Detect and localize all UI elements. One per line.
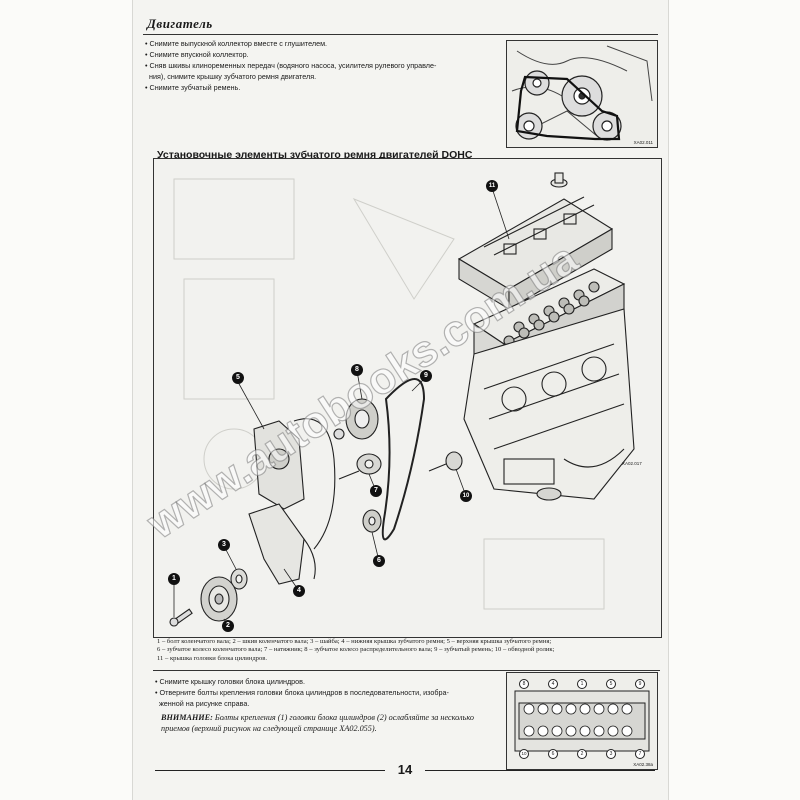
timing-belt-diagram: 1 2 3 4 5 6 7 8 9 10 11 XA02.017 bbox=[153, 158, 662, 638]
callout-6: 6 bbox=[373, 555, 385, 567]
warning-note: ВНИМАНИЕ: Болты крепления (1) головки бл… bbox=[161, 713, 481, 734]
figure-code: XA02.011 bbox=[633, 140, 653, 145]
legend-line: 11 – крышка головки блока цилиндров. bbox=[157, 654, 268, 662]
instruction-line: • Снимите крышку головки блока цилиндров… bbox=[155, 677, 305, 686]
callout-8: 8 bbox=[351, 364, 363, 376]
top-instructions: • Снимите выпускной коллектор вместе с г… bbox=[145, 38, 495, 93]
callout-1: 1 bbox=[168, 573, 180, 585]
callout-2: 2 bbox=[222, 620, 234, 632]
header-rule bbox=[143, 34, 658, 35]
bolt-number: 3 bbox=[606, 749, 616, 759]
bolt-number: 8 bbox=[519, 679, 529, 689]
instruction-line: • Сняв шкивы клиноременных передач (водя… bbox=[145, 61, 437, 70]
callout-3: 3 bbox=[218, 539, 230, 551]
engine-exploded-view bbox=[169, 172, 635, 627]
callout-7: 7 bbox=[370, 485, 382, 497]
chapter-header: Двигатель bbox=[147, 16, 213, 31]
bolt-number-top-row: 8 4 1 5 9 bbox=[519, 679, 645, 689]
callout-9: 9 bbox=[420, 370, 432, 382]
cylinder-head-illustration bbox=[514, 690, 650, 752]
instruction-line: • Снимите выпускной коллектор вместе с г… bbox=[145, 39, 328, 48]
diagram-code: XA02.017 bbox=[622, 461, 642, 466]
bottom-instructions: • Снимите крышку головки блока цилиндров… bbox=[155, 676, 485, 709]
bolt-number: 1 bbox=[577, 679, 587, 689]
legend-line: 1 – болт коленчатого вала; 2 – шкив коле… bbox=[157, 638, 552, 645]
callout-11: 11 bbox=[486, 180, 498, 192]
callout-4: 4 bbox=[293, 585, 305, 597]
warning-label: ВНИМАНИЕ: bbox=[161, 713, 213, 722]
pulley-figure: XA02.011 bbox=[506, 40, 658, 148]
callout-5: 5 bbox=[232, 372, 244, 384]
bolt-number: 7 bbox=[635, 749, 645, 759]
bolt-number: 6 bbox=[548, 749, 558, 759]
bolt-number: 9 bbox=[635, 679, 645, 689]
pulley-illustration bbox=[511, 45, 653, 141]
section-divider bbox=[153, 670, 660, 671]
diagram-legend: 1 – болт коленчатого вала; 2 – шкив коле… bbox=[157, 638, 662, 663]
bolt-number-bottom-row: 10 6 2 3 7 bbox=[519, 749, 645, 759]
warning-text: Болты крепления (1) головки блока цилинд… bbox=[161, 713, 474, 733]
instruction-line: • Снимите впускной коллектор. bbox=[145, 50, 249, 59]
bolt-number: 5 bbox=[606, 679, 616, 689]
instruction-line: женной на рисунке справа. bbox=[159, 699, 250, 708]
bolt-number: 10 bbox=[519, 749, 529, 759]
callout-10: 10 bbox=[460, 490, 472, 502]
instruction-line: ния), снимите крышку зубчатого ремня дви… bbox=[149, 72, 317, 81]
bolt-number: 2 bbox=[577, 749, 587, 759]
legend-line: 6 – зубчатое колесо коленчатого вала; 7 … bbox=[157, 646, 555, 654]
instruction-line: • Снимите зубчатый ремень. bbox=[145, 83, 241, 92]
figure-code: XA02.38a bbox=[633, 762, 653, 767]
bolt-number: 4 bbox=[548, 679, 558, 689]
page-number: 14 bbox=[385, 762, 425, 777]
manual-page: Двигатель • Снимите выпускной коллектор … bbox=[133, 0, 668, 800]
instruction-line: • Отверните болты крепления головки блок… bbox=[155, 688, 449, 697]
head-bolt-sequence-figure: 8 4 1 5 9 10 6 2 3 7 XA02.38a bbox=[506, 672, 658, 770]
